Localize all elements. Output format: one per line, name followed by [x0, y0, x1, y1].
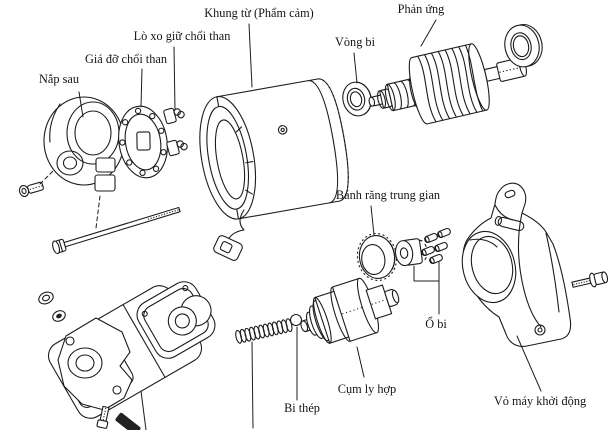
rear-cap-drawing [43, 96, 125, 192]
field-frame-drawing [199, 78, 349, 220]
rear-screw-drawing [18, 181, 44, 197]
label-rollers: Ổ bi [425, 317, 447, 331]
clutch-retainer-drawing [394, 238, 428, 267]
steel-ball-drawing [289, 313, 303, 327]
label-rear-cap: Nắp sau [39, 72, 79, 86]
lever-tip-drawing [115, 412, 141, 430]
terminal-stud-drawing [96, 405, 110, 429]
idler-gear-drawing [356, 233, 398, 281]
label-brush-holder: Giá đỡ chổi than [85, 52, 167, 66]
clutch-rollers-drawing [421, 227, 451, 265]
rear-bearing-drawing [504, 23, 543, 68]
field-terminal-drawing [213, 209, 245, 261]
pinion-spring-drawing [235, 318, 293, 344]
label-end-housing: Vỏ máy khởi động [493, 394, 587, 408]
label-armature: Phản ứng [397, 2, 445, 16]
label-field-frame: Khung từ (Phẩm cảm) [204, 6, 314, 20]
starter-assembly-drawing [38, 281, 216, 430]
label-steel-ball: Bi thép [284, 401, 320, 415]
brush-springs-drawing [163, 107, 188, 157]
label-clutch: Cụm ly hợp [337, 382, 397, 396]
label-brush-spring: Lò xo giữ chổi than [133, 29, 231, 43]
end-housing-drawing [461, 182, 572, 347]
label-front-bearing: Vòng bi [335, 35, 375, 49]
alignment-dashes [39, 170, 101, 229]
through-bolt-drawing [52, 206, 181, 255]
nut-drawing [52, 310, 66, 322]
label-idler-gear: Bánh răng trung gian [335, 188, 441, 202]
mount-screw-drawing [571, 271, 608, 288]
leader-lines [78, 19, 542, 430]
nut-drawing [38, 291, 54, 305]
clutch-assembly-drawing [300, 277, 400, 344]
brush-holder-drawing [118, 105, 168, 179]
front-bearing-drawing [342, 81, 372, 117]
